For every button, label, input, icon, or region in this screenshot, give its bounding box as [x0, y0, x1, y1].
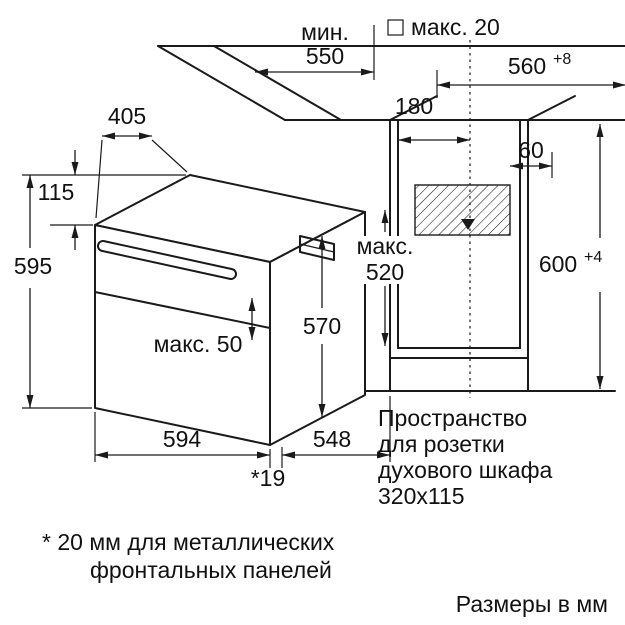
- dimension-180: 180: [395, 93, 470, 144]
- extension-line: [95, 139, 103, 219]
- dim-60-label: 60: [518, 137, 544, 163]
- niche-left-wall-top: [389, 95, 438, 121]
- dimension-star-19: *19: [251, 465, 286, 491]
- oven-door-top-line: [94, 291, 271, 329]
- dim-595-label: 595: [14, 253, 52, 279]
- dimension-594: 594: [94, 412, 271, 468]
- dimension-560: 560 +8: [436, 51, 625, 98]
- dimension-max-520: макс. 520: [353, 210, 419, 346]
- units-label: Размеры в мм: [456, 591, 608, 617]
- dim-min550-prefix-label: мин.: [301, 19, 349, 45]
- dimension-max-50: макс. 50: [154, 298, 256, 357]
- label-backing: [353, 236, 419, 284]
- footnote-line2: фронтальных панелей: [90, 557, 332, 583]
- oven-drawing: [94, 174, 366, 446]
- socket-note-line2: для розетки: [378, 431, 505, 457]
- socket-space-hatch: [414, 184, 511, 236]
- dim-560-tolerance-label: +8: [553, 51, 571, 68]
- counter-left-diagonal-2: [213, 45, 342, 121]
- dimension-min-550: мин. 550: [255, 19, 375, 80]
- dimension-548: 548: [281, 396, 391, 468]
- dim-405-label: 405: [108, 103, 146, 129]
- gap-square-icon: [387, 19, 404, 36]
- dim-max50-label: макс. 50: [154, 331, 243, 357]
- footnote-line1: * 20 мм для металлических: [42, 529, 335, 555]
- extension-line: [151, 139, 188, 173]
- dimension-115: 115: [38, 150, 93, 250]
- countertop-outline: [157, 45, 625, 121]
- dimension-405: 405: [95, 103, 188, 219]
- footnote: * 20 мм для металлических фронтальных па…: [42, 529, 335, 583]
- oven-front-face: [94, 224, 271, 446]
- dim-115-label: 115: [38, 179, 75, 205]
- dimension-595: 595: [14, 174, 186, 409]
- socket-position-marker: [461, 219, 475, 230]
- dim-star19-label: *19: [251, 465, 286, 491]
- dimension-60: 60: [510, 137, 553, 178]
- dim-max520-label: 520: [366, 259, 404, 285]
- dim-548-label: 548: [313, 426, 351, 452]
- socket-note-line1: Пространство: [378, 405, 527, 431]
- niche-right-wall-top: [527, 95, 576, 121]
- oven-door-handle-highlight: [99, 242, 235, 278]
- counter-left-diagonal: [157, 45, 286, 121]
- dimension-max-20: макс. 20: [387, 14, 500, 40]
- socket-note: Пространство для розетки духового шкафа …: [378, 405, 553, 509]
- socket-note-line3: духового шкафа: [378, 457, 553, 483]
- dim-180-label: 180: [395, 93, 433, 119]
- dim-570-label: 570: [303, 313, 341, 339]
- dim-594-label: 594: [163, 426, 202, 452]
- socket-note-line4: 320x115: [378, 483, 465, 509]
- dim-600-tolerance-label: +4: [584, 249, 602, 266]
- dimension-600: 600 +4: [539, 124, 604, 389]
- oven-terminal-box-line: [299, 243, 335, 253]
- dim-560-label: 560: [508, 53, 546, 79]
- dim-max20-label: макс. 20: [411, 14, 500, 40]
- dim-max520-word-label: макс.: [357, 233, 414, 259]
- dim-600-label: 600: [539, 251, 577, 277]
- dim-min550-label: 550: [306, 43, 344, 69]
- dimension-570: 570: [303, 236, 341, 417]
